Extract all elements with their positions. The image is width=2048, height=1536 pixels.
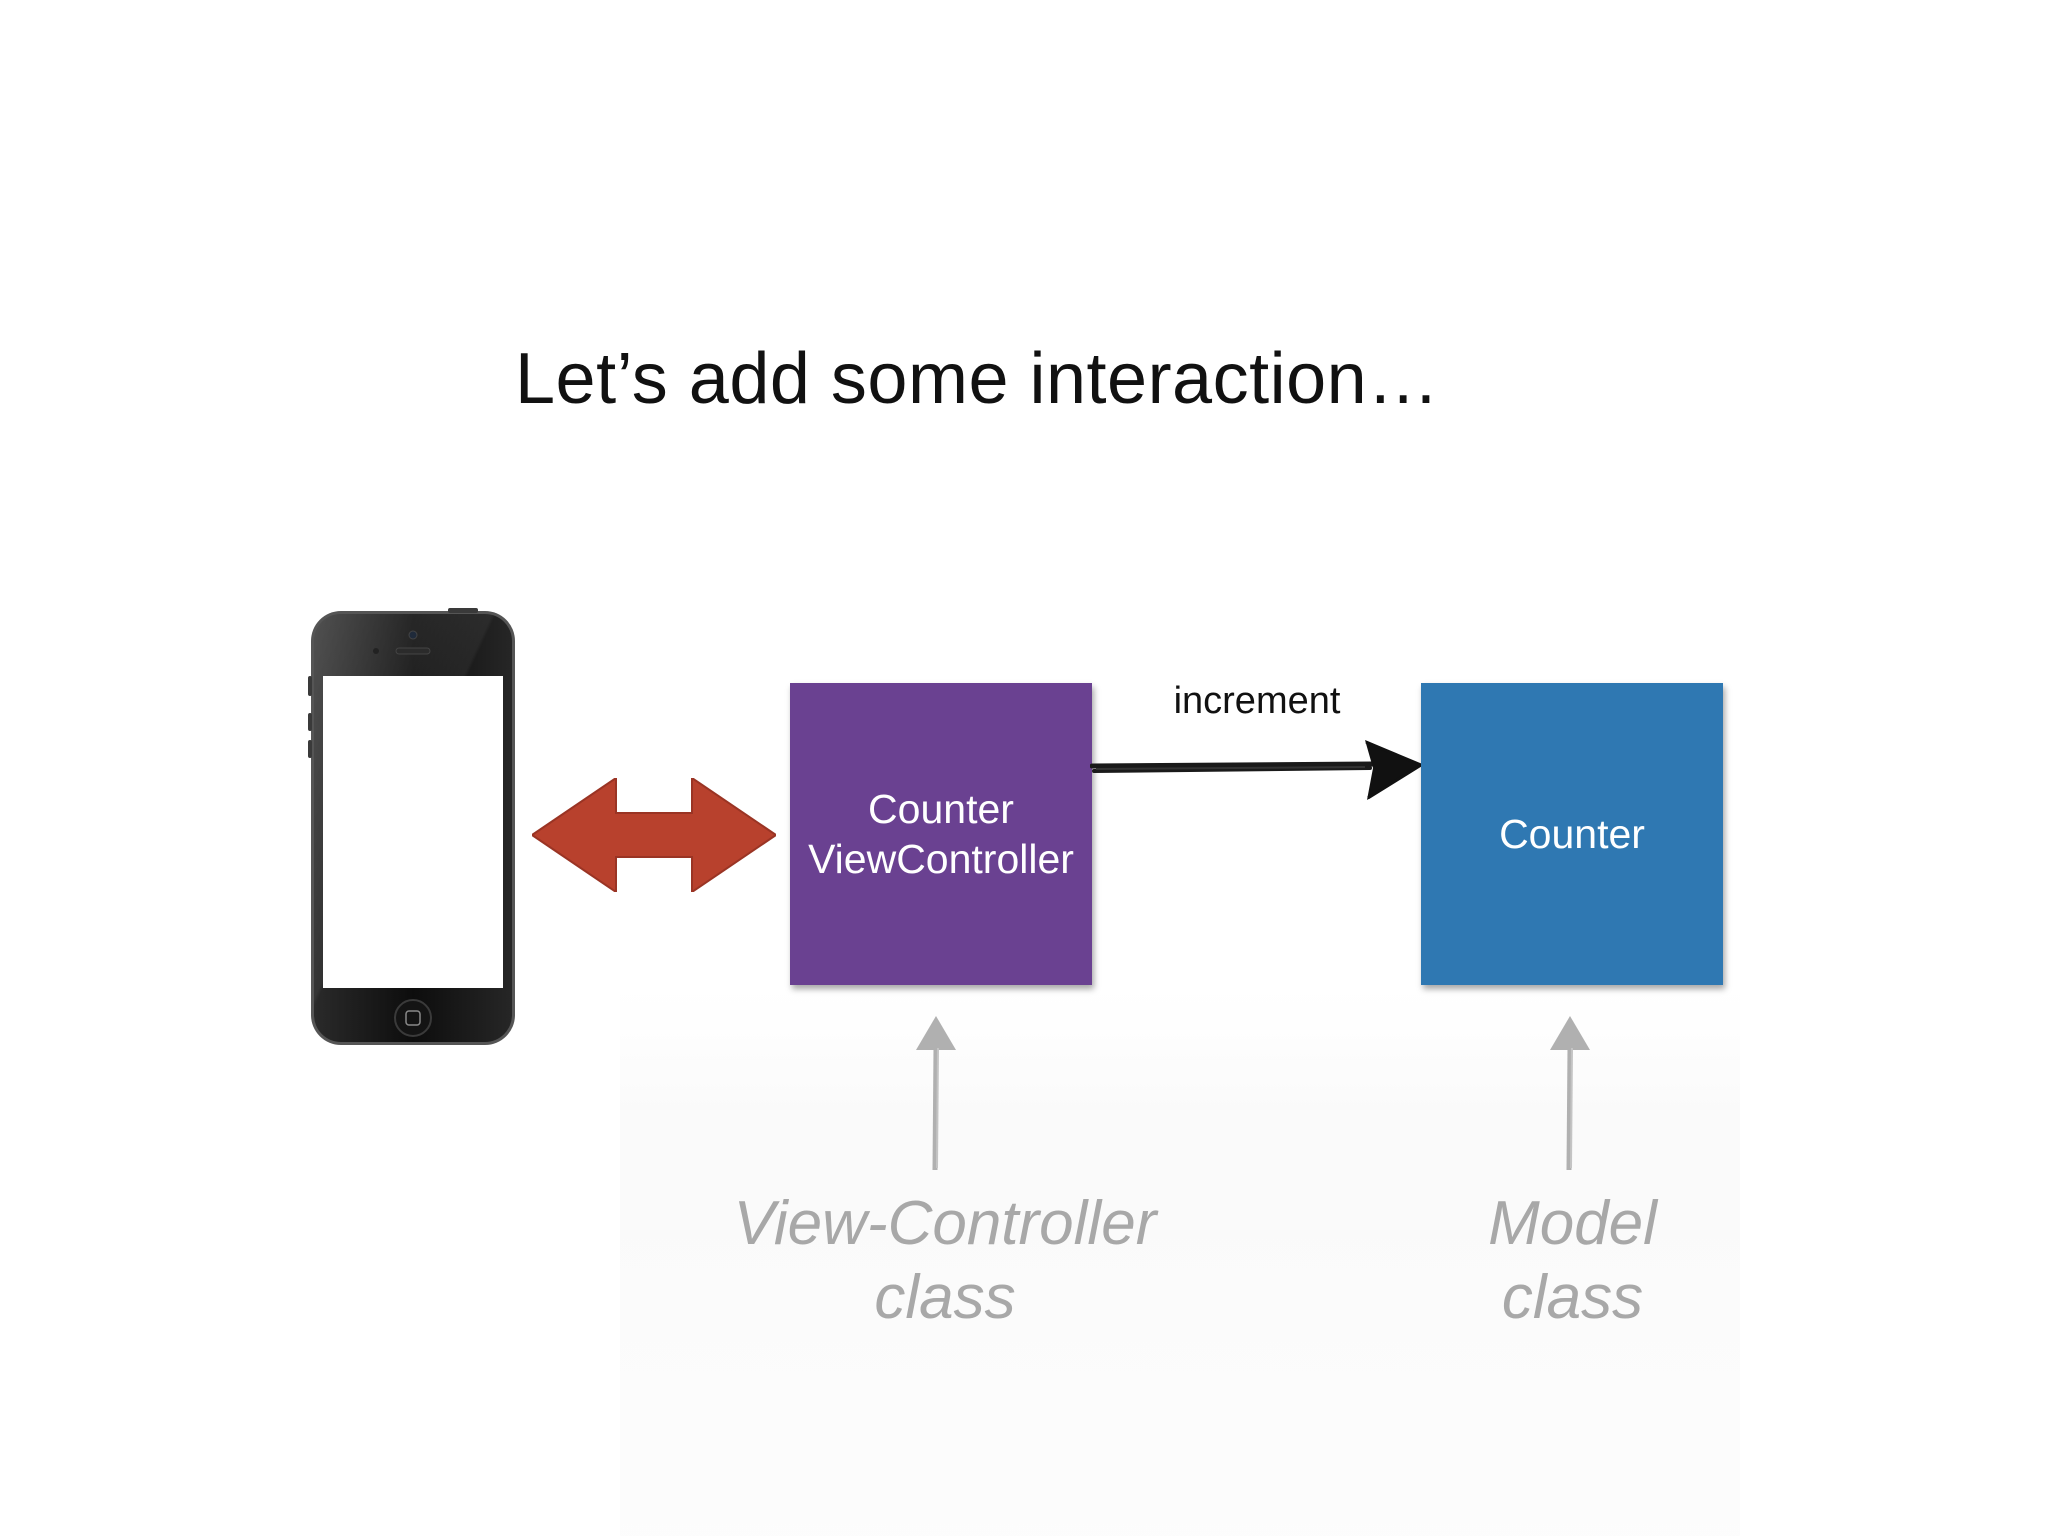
counter-model-box: Counter [1421,683,1723,985]
view-controller-caption-line1: View-Controller [733,1189,1157,1258]
view-controller-box: Counter ViewController [790,683,1092,985]
view-controller-box-label-line2: ViewController [808,836,1074,882]
slide-title: Let’s add some interaction… [515,339,1440,419]
double-arrow-icon [532,778,776,892]
view-controller-caption-line2: class [874,1263,1016,1332]
right-arrow-icon [1090,740,1425,800]
view-controller-box-label-line1: Counter [868,786,1014,832]
iphone-icon [308,608,515,1045]
model-caption-line1: Model [1488,1189,1657,1258]
up-arrow-icon [1550,1016,1590,1171]
increment-label: increment [1173,680,1341,722]
model-caption-line2: class [1501,1263,1644,1332]
view-controller-caption: View-Controller class [700,1187,1190,1335]
counter-model-box-label: Counter [1499,811,1645,857]
model-caption: Model class [1400,1187,1745,1335]
up-arrow-icon [916,1016,956,1171]
